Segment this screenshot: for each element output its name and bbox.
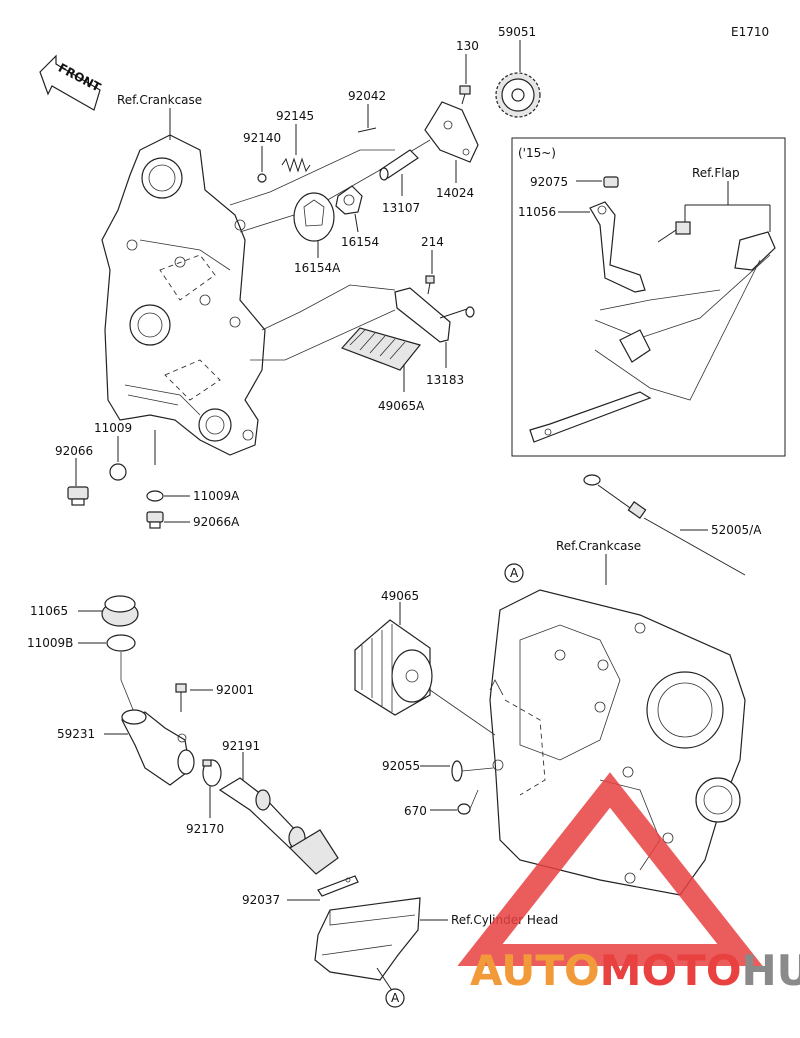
- label-670: 670: [404, 804, 427, 818]
- circle-marker-a-bottom: A: [385, 988, 405, 1008]
- svg-text:A: A: [391, 991, 400, 1005]
- part-92170-clamp: [202, 759, 222, 787]
- label-16154: 16154: [341, 235, 379, 249]
- label-49065: 49065: [381, 589, 419, 603]
- part-13107-shaft: [379, 149, 419, 181]
- crankcase-cover-upper: [101, 134, 266, 456]
- label-92037: 92037: [242, 893, 280, 907]
- label-11065: 11065: [30, 604, 68, 618]
- part-11065-cap: [101, 595, 139, 627]
- label-16154A: 16154A: [294, 261, 341, 275]
- watermark-moto: MOTO: [600, 946, 742, 995]
- part-92140-ball: [257, 173, 267, 183]
- inset-panel: ('15~) Ref.Flap 92075 11056: [511, 137, 786, 457]
- part-49065A-strainer: [340, 327, 422, 371]
- svg-text:AUTOMOTOHUB: AUTOMOTOHUB: [470, 946, 800, 995]
- label-92075: 92075: [530, 175, 568, 189]
- label-92066: 92066: [55, 444, 93, 458]
- part-52005-dipstick: [583, 474, 746, 576]
- part-92037-clip: [317, 875, 359, 897]
- part-92145-spring: [281, 157, 311, 173]
- part-49065-oil-filter: [354, 619, 433, 716]
- part-670-o-ring: [457, 803, 471, 815]
- part-16154A-outer-rotor: [293, 192, 335, 242]
- part-59231-filler-neck: [121, 709, 195, 786]
- part-11009B-gasket: [106, 634, 136, 652]
- svg-text:A: A: [510, 566, 519, 580]
- part-13183-plate: [394, 287, 475, 343]
- label-92042: 92042: [348, 89, 386, 103]
- diagram-id: E1710: [731, 25, 769, 39]
- label-92170: 92170: [186, 822, 224, 836]
- flap-assembly: [529, 231, 776, 443]
- part-214-screw: [425, 275, 435, 295]
- label-92001: 92001: [216, 683, 254, 697]
- part-14024-cover-plate: [424, 101, 479, 163]
- ref-flap-label: Ref.Flap: [692, 166, 740, 180]
- cylinder-head-cover: [314, 897, 421, 981]
- part-92191-hose: [218, 777, 339, 875]
- label-13107: 13107: [382, 201, 420, 215]
- front-arrow-icon: FRONT: [39, 54, 104, 111]
- label-92140: 92140: [243, 131, 281, 145]
- bolt-flap-icon: [657, 221, 691, 243]
- watermark-auto: AUTO: [470, 946, 600, 995]
- label-59231: 59231: [57, 727, 95, 741]
- label-13183: 13183: [426, 373, 464, 387]
- part-92066-plug: [67, 486, 89, 506]
- label-214: 214: [421, 235, 444, 249]
- label-92145: 92145: [276, 109, 314, 123]
- label-52005A: 52005/A: [711, 523, 762, 537]
- watermark-logo: [457, 772, 763, 966]
- part-92055-o-ring: [451, 760, 463, 782]
- label-11009: 11009: [94, 421, 132, 435]
- watermark-hub: HUB: [742, 946, 800, 995]
- label-14024: 14024: [436, 186, 474, 200]
- part-92001-bolt: [175, 683, 187, 712]
- part-130-bolt: [459, 85, 471, 105]
- part-11009-washer: [109, 463, 127, 481]
- part-92075-nut: [603, 176, 619, 188]
- label-92066A: 92066A: [193, 515, 240, 529]
- label-130: 130: [456, 39, 479, 53]
- label-92191: 92191: [222, 739, 260, 753]
- label-11009A: 11009A: [193, 489, 240, 503]
- ref-crankcase-top-label: Ref.Crankcase: [117, 93, 202, 107]
- part-92066A-plug: [146, 511, 164, 529]
- label-92055: 92055: [382, 759, 420, 773]
- ref-crankcase-bottom-label: Ref.Crankcase: [556, 539, 641, 553]
- inset-label: ('15~): [518, 146, 556, 160]
- crankcase-lower: [489, 589, 746, 896]
- circle-marker-a-top: A: [504, 563, 524, 583]
- label-49065A: 49065A: [378, 399, 425, 413]
- part-16154-rotor: [335, 185, 363, 215]
- watermark-text: AUTOMOTOHUB: [470, 946, 800, 995]
- watermark-triangle-icon: [457, 772, 763, 966]
- part-11009A-washer: [146, 490, 164, 502]
- part-59051-gear: [495, 72, 541, 118]
- part-11056-bracket: [589, 201, 646, 293]
- label-59051: 59051: [498, 25, 536, 39]
- label-11009B: 11009B: [27, 636, 73, 650]
- label-11056: 11056: [518, 205, 556, 219]
- part-92042-pin: [357, 127, 377, 133]
